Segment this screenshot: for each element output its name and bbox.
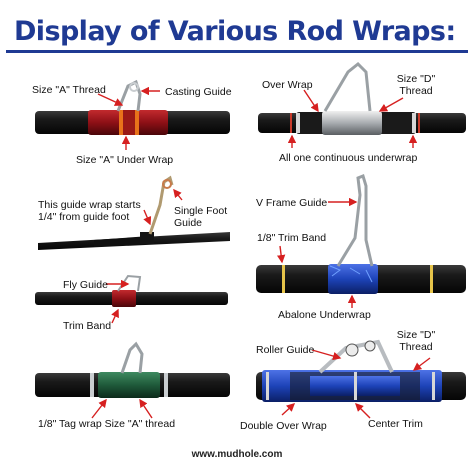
label-single-foot-guide: Single Foot Guide <box>174 205 228 229</box>
label-size-d-thread: Size "D" Thread <box>396 73 436 97</box>
label-guide-wrap-starts: This guide wrap starts 1/4" from guide f… <box>38 199 141 223</box>
over-wrap-rod <box>258 61 466 135</box>
v-frame-guide-icon <box>336 173 374 267</box>
guide-frame-icon <box>323 61 372 112</box>
green-wrap <box>98 372 160 398</box>
label-trim-band-eighth: 1/8" Trim Band <box>257 232 327 244</box>
abalone-underwrap <box>328 264 378 294</box>
label-size-d-thread-roller: Size "D" Thread <box>396 329 436 353</box>
v-frame-rod <box>256 173 466 294</box>
roller-guide-rod <box>256 339 466 402</box>
label-v-frame-guide: V Frame Guide <box>256 197 328 209</box>
label-size-a-underwrap: Size "A" Under Wrap <box>76 154 174 166</box>
label-continuous-underwrap: All one continuous underwrap <box>279 152 418 164</box>
label-trim-band: Trim Band <box>63 320 112 332</box>
single-foot-rod <box>38 175 230 250</box>
label-double-over-wrap: Double Over Wrap <box>240 420 327 432</box>
label-casting-guide: Casting Guide <box>165 86 232 98</box>
label-abalone-underwrap: Abalone Underwrap <box>278 309 371 321</box>
trim-band <box>112 290 136 307</box>
label-over-wrap: Over Wrap <box>262 79 313 91</box>
label-center-trim: Center Trim <box>368 418 423 430</box>
footer-website: www.mudhole.com <box>191 449 283 460</box>
single-foot-guide-icon <box>148 175 174 235</box>
fly-guide-rod <box>35 274 228 307</box>
label-fly-guide: Fly Guide <box>63 279 108 291</box>
silver-overwrap <box>322 111 382 135</box>
casting-guide-rod <box>35 79 230 135</box>
label-roller-guide: Roller Guide <box>256 344 315 356</box>
title-underline <box>6 50 468 53</box>
label-tag-wrap: 1/8" Tag wrap Size "A" thread <box>38 418 176 430</box>
casting-guide-icon <box>116 79 142 112</box>
callout-arrows <box>91 86 431 419</box>
page-title: Display of Various Rod Wraps: <box>14 16 456 47</box>
tag-wrap-rod <box>35 341 230 398</box>
guide-frame-icon <box>120 341 144 374</box>
label-size-a-thread: Size "A" Thread <box>32 84 106 96</box>
